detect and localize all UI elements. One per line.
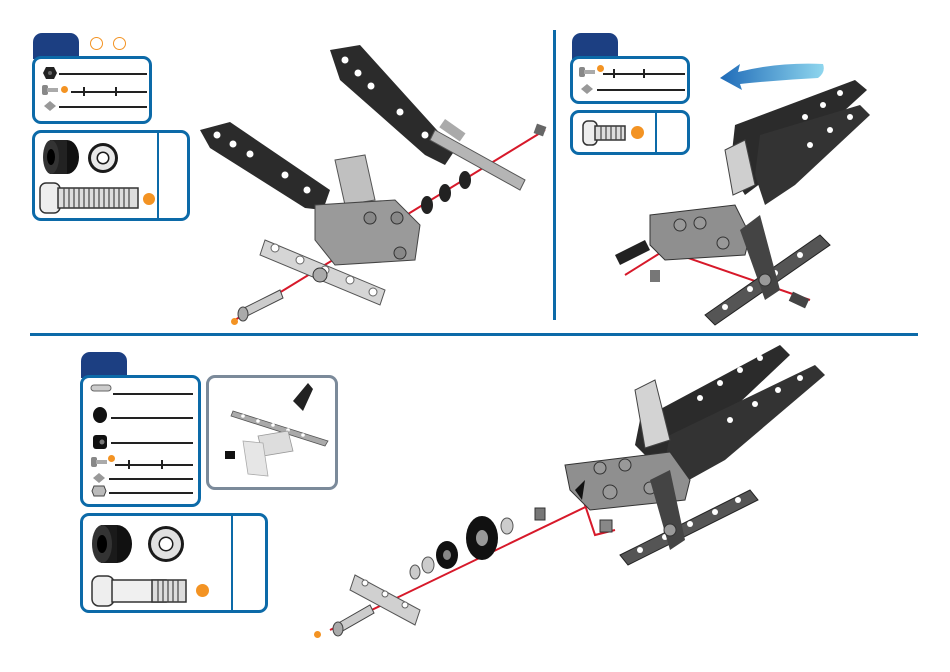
orange-marker-icon: [108, 455, 115, 462]
option-circle-icon: [113, 37, 126, 50]
long-bolt-icon: [40, 183, 140, 213]
assembly-illustration-step3: [310, 340, 870, 640]
length-tick: [83, 87, 85, 96]
bolt-icon: [42, 84, 58, 96]
orange-marker-icon: [61, 86, 68, 93]
washer-icon: [87, 142, 119, 174]
actual-size-panel: [80, 513, 268, 613]
assembly-illustration-step2: [605, 75, 905, 325]
length-tick: [115, 87, 117, 96]
panel-separator: [157, 133, 159, 218]
actual-size-panel: [32, 130, 190, 221]
washer-icon: [93, 473, 105, 483]
spacer-icon: [91, 524, 135, 564]
orange-marker-icon: [231, 318, 238, 325]
orange-marker-icon: [314, 631, 321, 638]
washer-icon: [44, 101, 56, 111]
washer-icon: [147, 525, 185, 563]
length-tick: [128, 460, 130, 469]
length-tick: [161, 460, 163, 469]
parts-list-panel: [80, 375, 201, 507]
part-line: [111, 417, 193, 419]
part-line: [109, 478, 193, 480]
part-line: [115, 464, 193, 466]
part-line: [59, 106, 147, 108]
part-line: [111, 442, 193, 444]
nut-icon: [43, 67, 57, 79]
orange-marker-icon: [597, 65, 604, 72]
option-circle-icon: [90, 37, 103, 50]
plate-icon: [91, 383, 111, 393]
bolt-icon: [91, 456, 107, 468]
part-line: [59, 73, 147, 75]
spacer-icon: [42, 139, 82, 175]
washer-icon: [581, 84, 593, 94]
orange-marker-icon: [143, 193, 155, 205]
orange-marker-icon: [196, 584, 209, 597]
part-line: [109, 492, 193, 494]
panel-separator: [231, 516, 233, 610]
spacer-icon: [93, 435, 107, 449]
parts-list-panel: [32, 56, 152, 124]
nut-icon: [92, 486, 106, 496]
part-line: [113, 393, 193, 395]
long-bolt-icon: [92, 576, 188, 606]
rubber-ring-icon: [93, 407, 107, 423]
assembly-illustration-step1: [195, 40, 555, 340]
bolt-icon: [579, 66, 595, 78]
